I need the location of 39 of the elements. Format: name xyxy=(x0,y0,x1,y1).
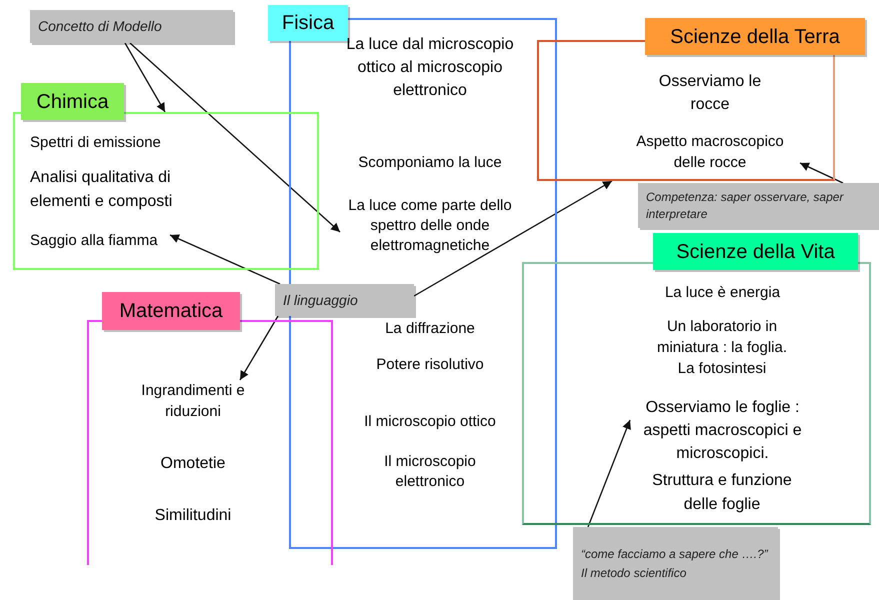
topic-text: Scomponiamo la luce xyxy=(325,152,535,176)
arrow xyxy=(130,42,340,232)
subject-tab: Scienze della Terra xyxy=(645,18,865,55)
topic-text: Omotetie xyxy=(133,452,253,476)
topic-text: La luce come parte dello spettro delle onde elettromagnetiche xyxy=(340,196,520,260)
topic-text: Potere risolutivo xyxy=(345,354,515,376)
note-box xyxy=(30,10,233,43)
subject-tab: Fisica xyxy=(268,5,348,41)
note-text: Competenza: saper osservare, saper interpretare xyxy=(646,188,845,222)
topic-text: Il microscopio ottico xyxy=(330,411,530,433)
arrow xyxy=(124,42,166,112)
topic-text: La luce dal microscopio ottico al microscopio elettronico xyxy=(345,33,515,127)
topic-text: La diffrazione xyxy=(345,318,515,340)
topic-text: Ingrandimenti e riduzioni xyxy=(113,380,273,424)
arrow xyxy=(414,180,612,297)
note-text: “come facciamo a sapere che ….?” xyxy=(581,546,770,562)
topic-text: Aspetto macroscopico delle rocce xyxy=(620,131,800,175)
subject-tab: Chimica xyxy=(21,83,124,120)
topic-text: Osserviamo le rocce xyxy=(640,70,780,118)
note-box xyxy=(573,527,778,600)
topic-text: Un laboratorio in miniatura : la foglia. La fotosintesi xyxy=(647,316,797,382)
arrow xyxy=(239,316,279,380)
topic-text: Osserviamo le foglie : aspetti macroscopici e microscopici. xyxy=(630,396,815,464)
note-text: Il metodo scientifico xyxy=(581,564,688,582)
topic-text: Analisi qualitativa di elementi e composti xyxy=(30,166,230,218)
topic-text: Il microscopio elettronico xyxy=(355,452,505,494)
topic-text: Saggio alla fiamma xyxy=(30,230,170,252)
topic-text: Similitudini xyxy=(133,504,253,528)
topic-text: Struttura e funzione delle foglie xyxy=(637,469,807,517)
note-text: Il linguaggio xyxy=(283,290,359,310)
note-text: Concetto di Modello xyxy=(38,17,163,36)
arrow xyxy=(587,420,631,528)
topic-text: Spettri di emissione xyxy=(30,132,190,154)
subject-tab: Matematica xyxy=(102,292,240,330)
note-box xyxy=(638,183,879,228)
note-box xyxy=(275,284,414,316)
subject-tab: Scienze della Vita xyxy=(653,233,858,270)
topic-text: La luce è energia xyxy=(630,282,815,304)
arrow xyxy=(170,234,280,285)
